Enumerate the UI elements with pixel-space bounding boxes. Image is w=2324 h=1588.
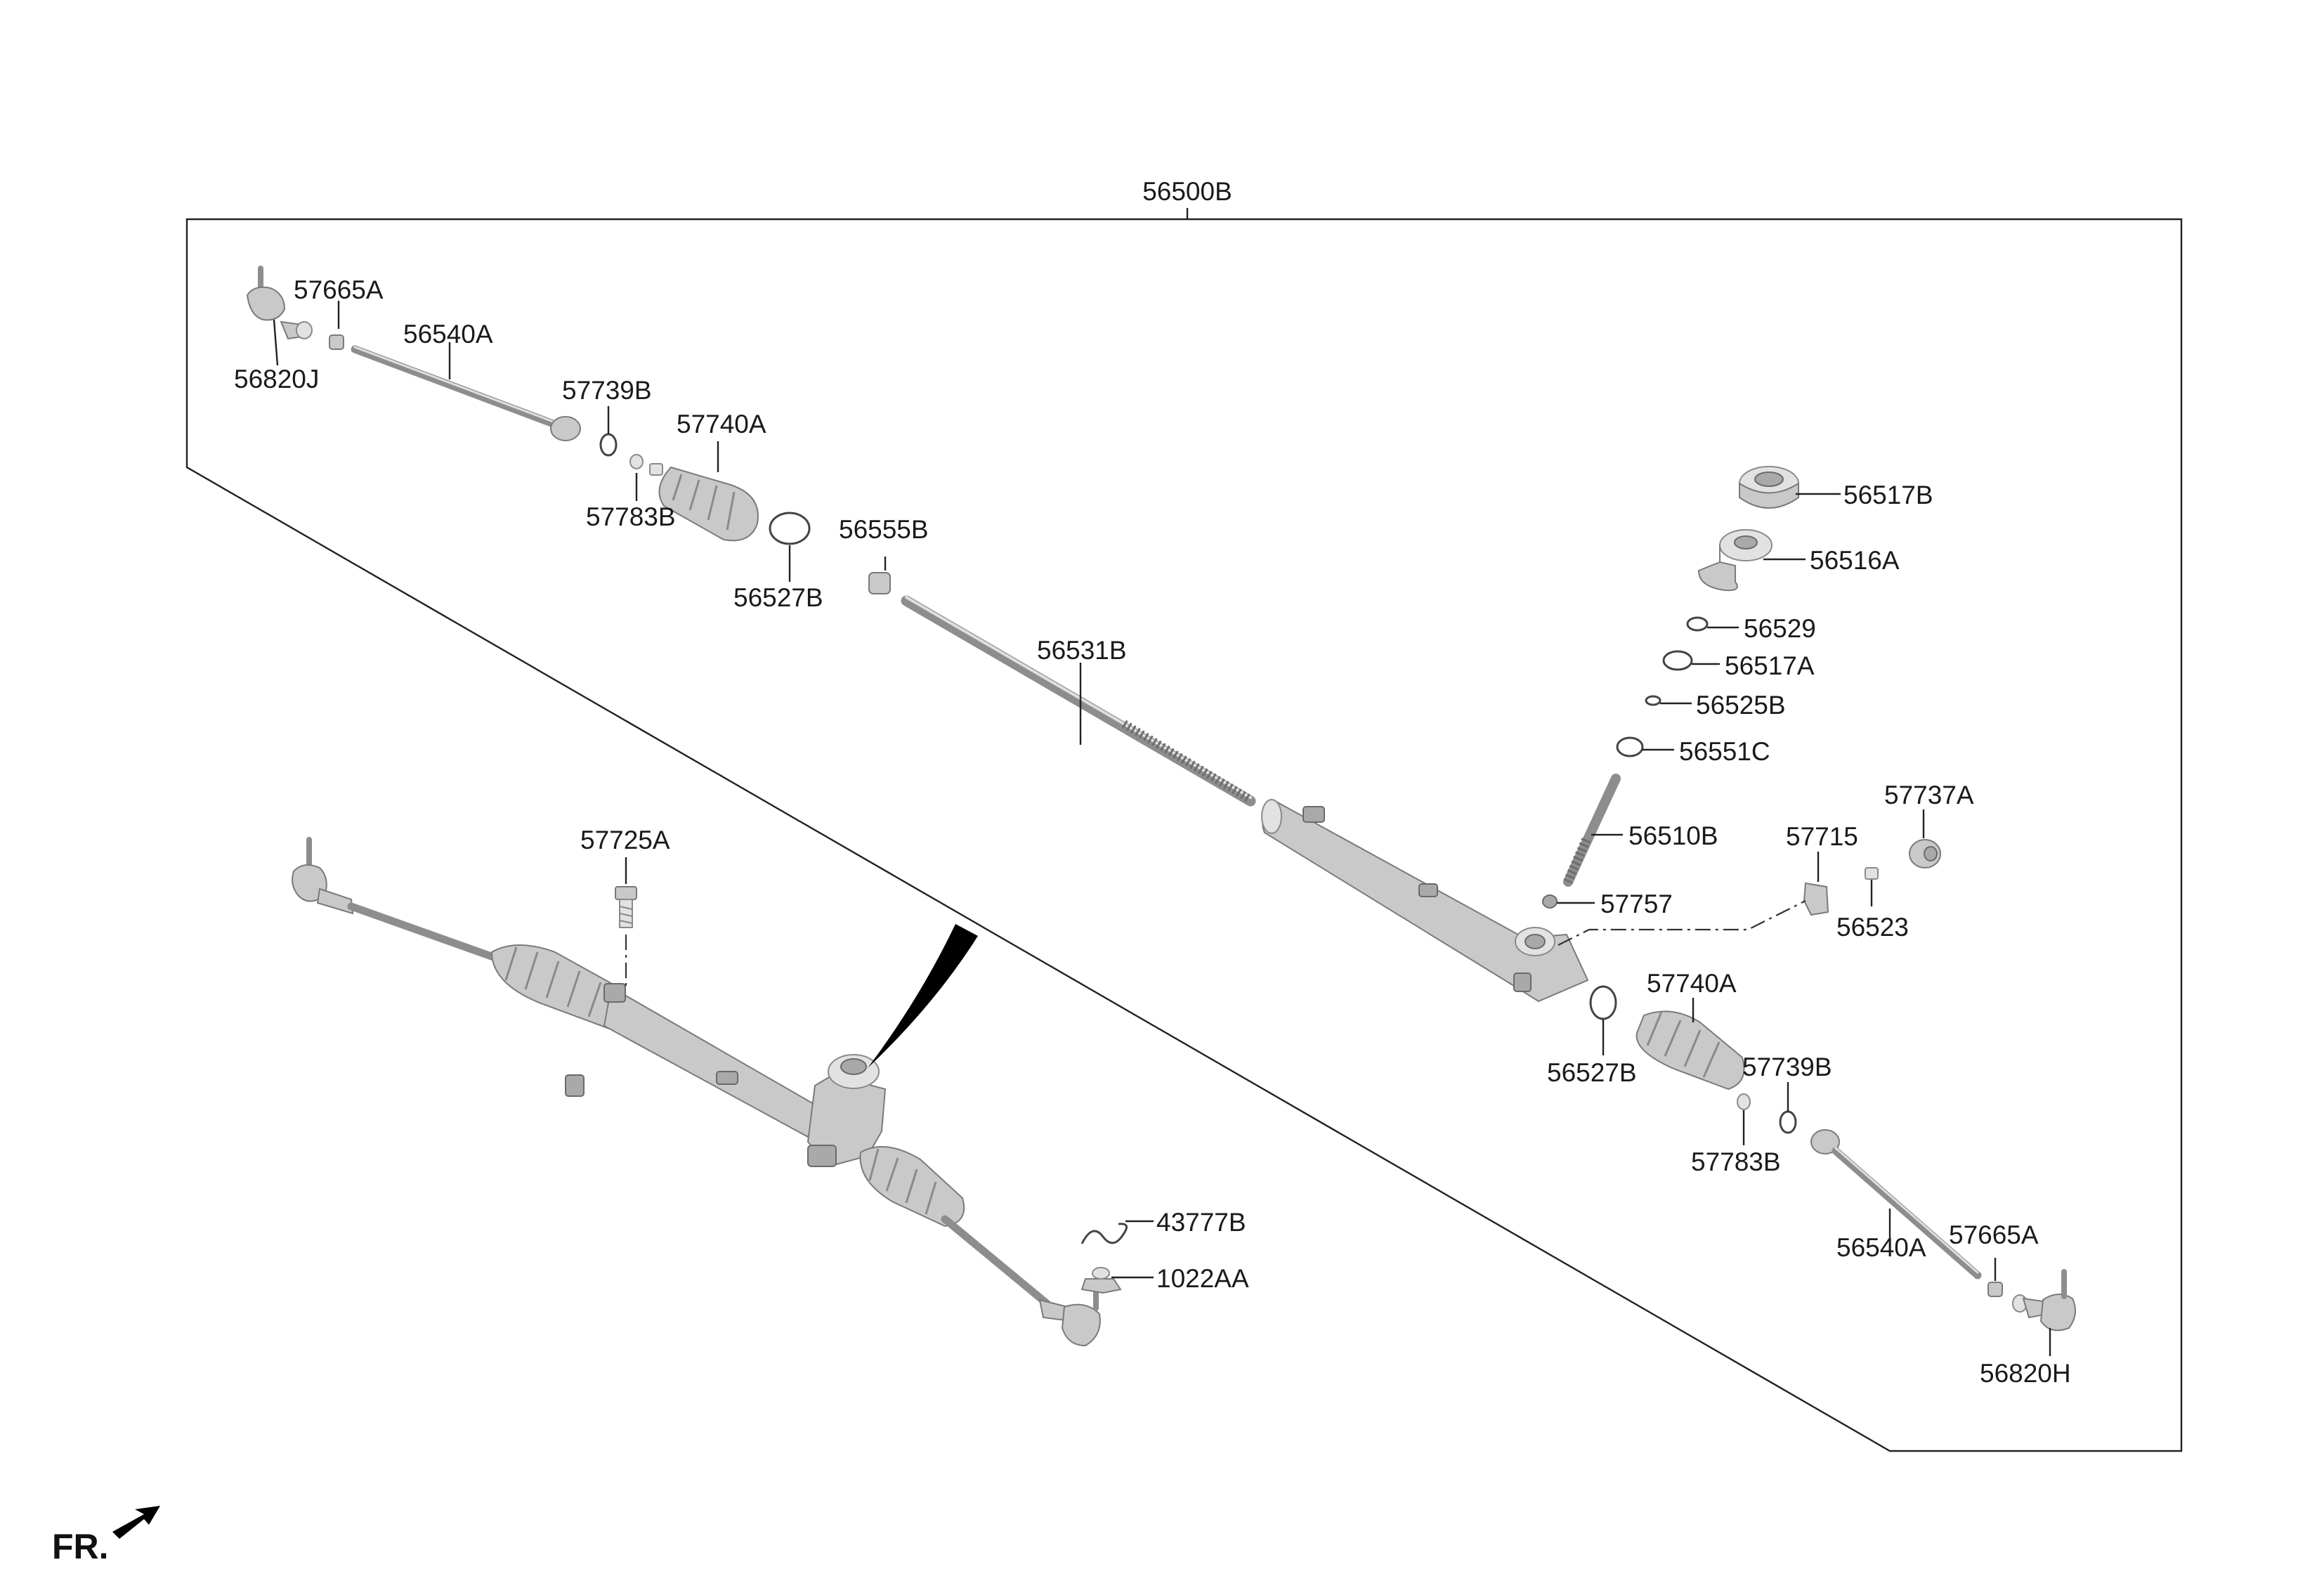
bolt-57725A [615, 886, 637, 991]
label-clip-right: 57783B [1691, 1147, 1781, 1176]
label-boot-right: 57740A [1647, 969, 1737, 998]
label-oil-seal: 56517A [1725, 651, 1815, 680]
label-plug-57757: 57757 [1600, 890, 1673, 918]
tie-rod-end-left [246, 266, 313, 340]
yoke-plug [1739, 466, 1799, 509]
assembled-steering-gear [292, 837, 1101, 1347]
label-nut-right: 57665A [1949, 1221, 2039, 1249]
leader-lines [273, 301, 2051, 1356]
nut-left [329, 334, 344, 350]
label-pin-56523: 56523 [1836, 913, 1909, 942]
snap-ring [1686, 616, 1709, 632]
label-bracket-57715: 57715 [1786, 822, 1858, 851]
bracket-57715 [1803, 882, 1829, 916]
clamp-43777B [1081, 1223, 1128, 1244]
inner-tie-rod-right [1810, 1129, 1982, 1280]
tie-rod-end-right [2012, 1269, 2076, 1332]
label-boot-left: 57740A [677, 410, 766, 438]
label-tie-rod-end-left: 56820J [234, 365, 319, 393]
band-left [769, 512, 811, 545]
boot-right [1636, 1010, 1745, 1091]
bushing [868, 572, 891, 594]
label-bushing: 56555B [839, 515, 929, 544]
clip-right [1737, 1093, 1751, 1110]
nut-1022AA [1081, 1267, 1122, 1294]
label-yoke: 56516A [1810, 546, 1900, 575]
washer-left [599, 433, 618, 457]
o-ring [1645, 695, 1662, 706]
label-rack: 56531B [1037, 636, 1127, 665]
label-nut-1022: 1022AA [1156, 1264, 1249, 1293]
label-washer-left: 57739B [562, 376, 652, 405]
gear-housing [1261, 799, 1589, 1003]
cap-57737A [1909, 839, 1941, 868]
label-assembly: 56500B [1142, 177, 1232, 206]
clip-left [629, 454, 644, 469]
label-yoke-plug: 56517B [1843, 481, 1933, 509]
label-washer-right: 57739B [1742, 1053, 1832, 1081]
alignment-line [1558, 900, 1806, 946]
label-tie-rod-end-right: 56820H [1980, 1359, 2071, 1388]
assembly-frame [185, 208, 2183, 1452]
front-direction-arrow-icon [112, 1506, 160, 1539]
bearing [1616, 736, 1644, 757]
rack [901, 595, 1256, 807]
detail-callout-pointer [868, 924, 978, 1068]
part-labels: 56500B 57665A 56820J 56540A 57739B 57740… [234, 177, 2071, 1388]
label-pinion: 56510B [1628, 821, 1718, 850]
yoke [1697, 529, 1773, 592]
label-snap-ring: 56529 [1744, 614, 1816, 643]
label-bearing: 56551C [1679, 737, 1770, 766]
label-inner-tie-rod-right: 56540A [1836, 1233, 1926, 1262]
label-band-left: 56527B [733, 583, 823, 612]
label-clamp: 43777B [1156, 1208, 1246, 1237]
boot-left [649, 463, 759, 542]
nut-right [1987, 1282, 2003, 1297]
plug-57757 [1542, 894, 1558, 909]
pin-56523 [1865, 867, 1879, 880]
label-bolt: 57725A [580, 826, 670, 854]
front-direction-label: FR. [52, 1527, 109, 1566]
band-right [1589, 985, 1617, 1020]
label-nut-left: 57665A [294, 275, 384, 304]
oil-seal [1662, 650, 1693, 671]
pinion [1563, 774, 1621, 887]
label-clip-left: 57783B [586, 502, 676, 531]
label-inner-tie-rod-left: 56540A [403, 320, 493, 349]
label-o-ring: 56525B [1696, 691, 1786, 720]
label-cap-57737A: 57737A [1884, 781, 1974, 809]
washer-right [1779, 1110, 1797, 1134]
label-band-right: 56527B [1547, 1058, 1637, 1087]
inner-tie-rod-left [351, 345, 581, 441]
